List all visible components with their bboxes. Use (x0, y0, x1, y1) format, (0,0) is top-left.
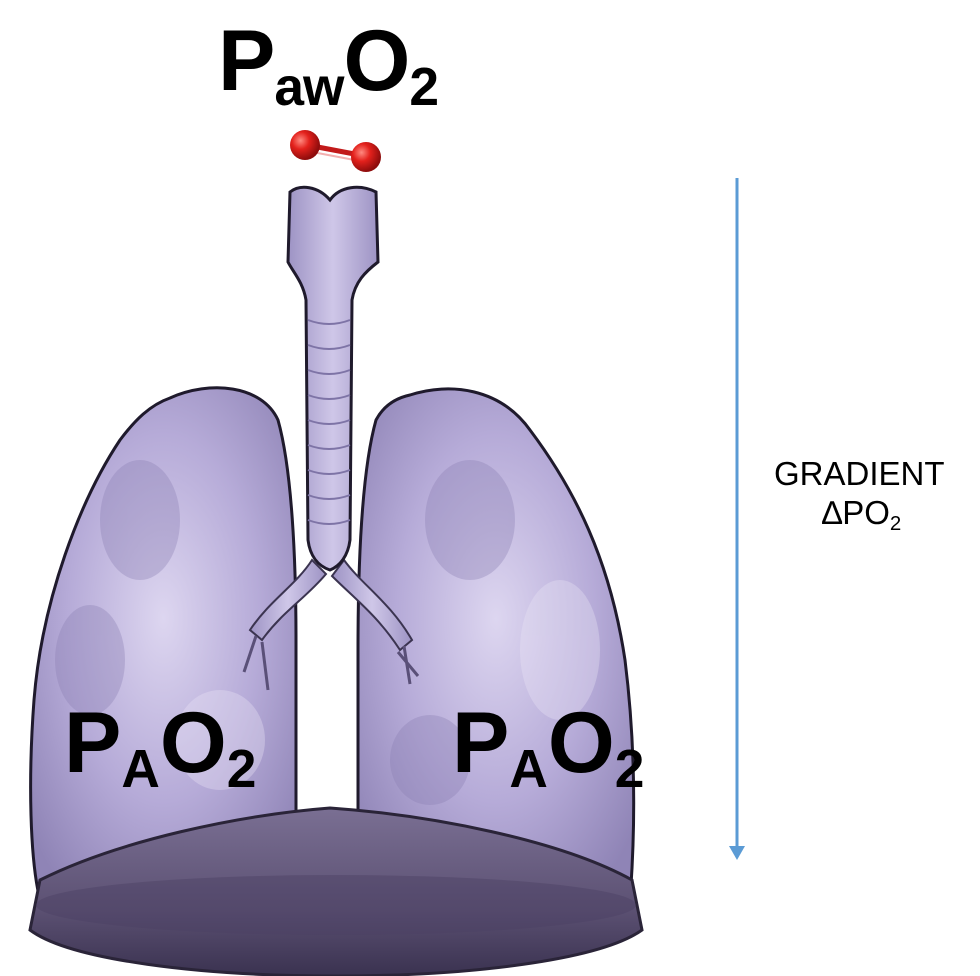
alveolar-right-o-subscript: 2 (615, 740, 645, 799)
alveolar-po2-right-label: PAO2 (452, 700, 644, 786)
alveolar-left-o: O (160, 695, 227, 791)
gradient-arrow (729, 178, 745, 860)
airway-o-subscript: 2 (409, 58, 438, 117)
alveolar-left-p: P (64, 695, 121, 791)
gradient-symbol: ∆PO (822, 494, 890, 531)
alveolar-right-o: O (548, 695, 615, 791)
alveolar-right-subscript: A (509, 740, 548, 799)
airway-p: P (218, 13, 274, 109)
alveolar-right-p: P (452, 695, 509, 791)
oxygen-molecule-icon (290, 130, 381, 172)
gradient-symbol-subscript: 2 (890, 512, 901, 535)
alveolar-left-subscript: A (121, 740, 160, 799)
alveolar-left-o-subscript: 2 (227, 740, 257, 799)
airway-po2-label: PawO2 (218, 18, 438, 104)
gradient-title: GRADIENT (774, 455, 945, 493)
oxygen-atom-right (351, 142, 381, 172)
airway-subscript: aw (274, 58, 343, 117)
airway-o: O (344, 13, 410, 109)
gradient-delta-po2: ∆PO2 (822, 494, 901, 532)
alveolar-po2-left-label: PAO2 (64, 700, 256, 786)
oxygen-atom-left (290, 130, 320, 160)
